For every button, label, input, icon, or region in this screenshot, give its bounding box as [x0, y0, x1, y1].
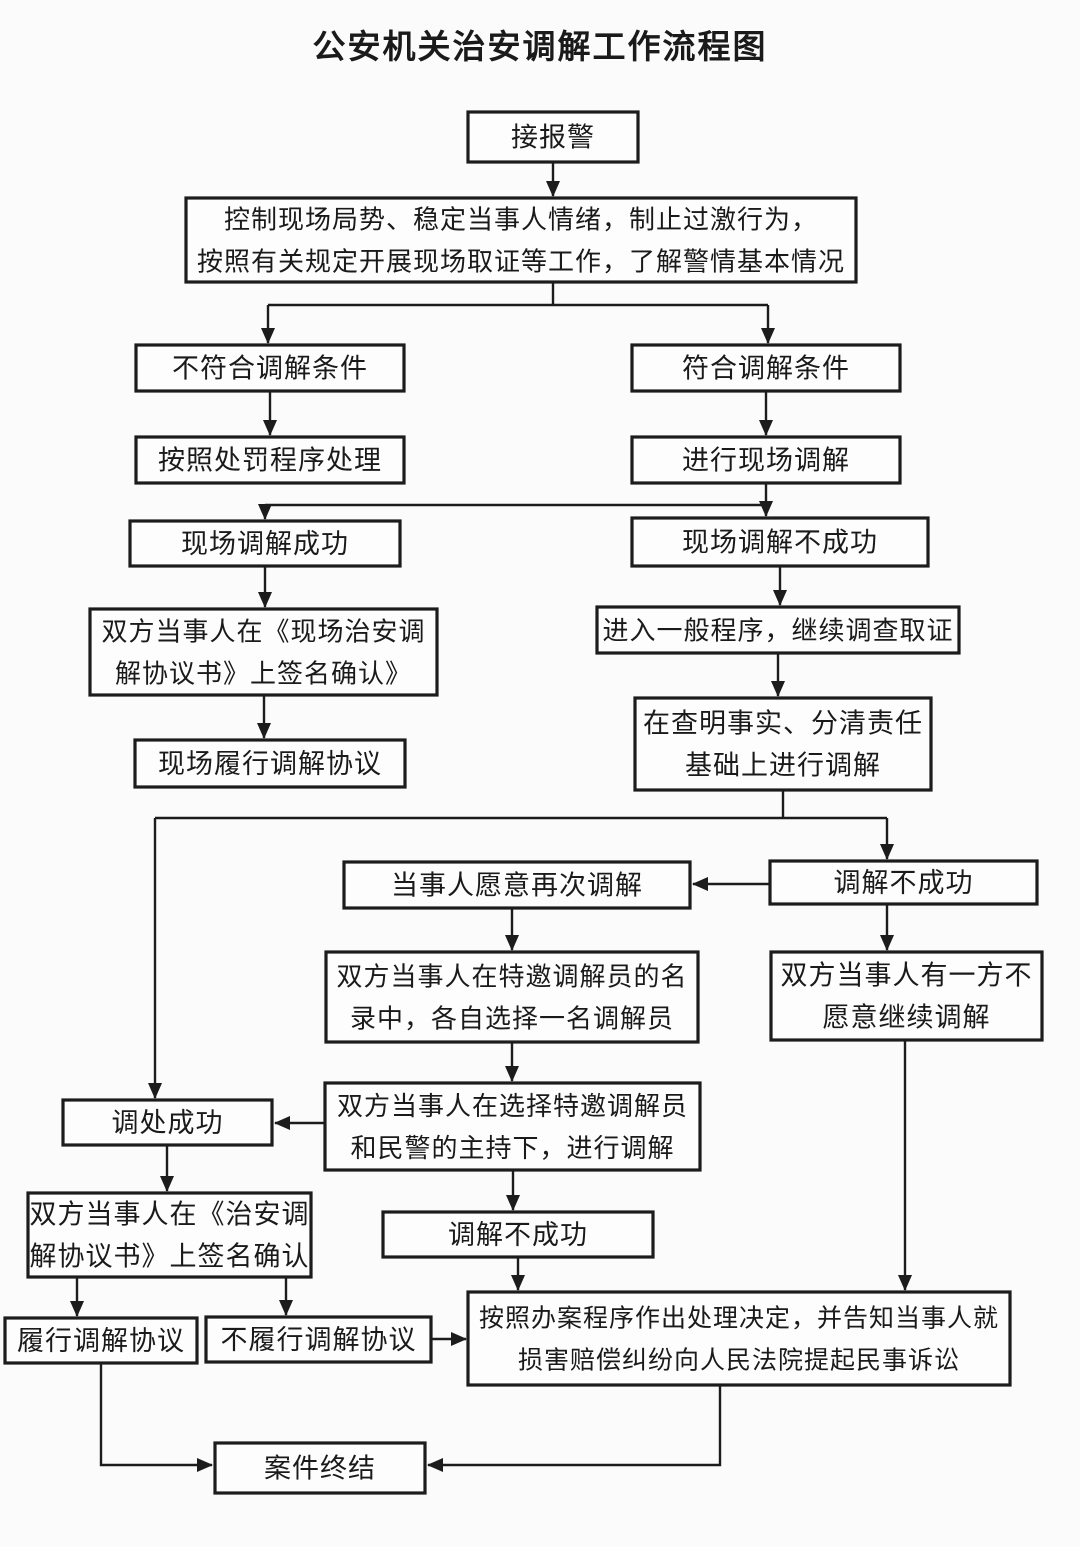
flow-node-box: [128, 519, 402, 568]
flow-node-label: 愿意继续调解: [823, 1003, 991, 1033]
flow-node-not-qualified: 不符合调解条件: [134, 343, 406, 393]
flow-node-label: 接报警: [511, 123, 595, 153]
flow-node-box: [26, 1191, 313, 1279]
flow-node-mediation-success: 调处成功: [61, 1098, 274, 1147]
flow-node-box: [342, 860, 692, 910]
flow-node-onsite-mediation: 进行现场调解: [630, 435, 902, 485]
flow-node-label: 双方当事人在《现场治安调: [101, 616, 425, 646]
flow-node-box: [133, 738, 407, 789]
flow-node-box: [324, 950, 700, 1044]
flow-node-label: 进入一般程序，继续调查取证: [602, 615, 953, 645]
flow-node-box: [630, 516, 930, 568]
flow-node-box: [134, 343, 406, 393]
flow-node-willing-again: 当事人愿意再次调解: [342, 860, 692, 910]
flow-node-control-scene: 控制现场局势、稳定当事人情绪，制止过激行为， 按照有关规定开展现场取证等工作，了解…: [184, 196, 858, 284]
flow-node-box: [633, 696, 933, 792]
flow-node-qualified: 符合调解条件: [630, 343, 902, 393]
flow-node-label: 双方当事人在特邀调解员的名: [336, 961, 687, 991]
flow-node-label: 双方当事人在《治安调: [30, 1200, 310, 1230]
flow-node-box: [630, 343, 902, 393]
flow-node-box: [204, 1315, 433, 1364]
flow-node-box: [466, 1290, 1012, 1387]
flow-node-box: [595, 605, 961, 655]
flow-node-box: [630, 435, 902, 485]
flow-node-onsite-perform: 现场履行调解协议: [133, 738, 407, 789]
flow-node-box: [61, 1098, 274, 1147]
flow-node-label: 不履行调解协议: [221, 1325, 417, 1355]
flow-node-label: 在查明事实、分清责任: [643, 709, 923, 739]
flow-node-box: [3, 1316, 199, 1365]
flow-node-label: 按照有关规定开展现场取证等工作，了解警情基本情况: [197, 246, 845, 276]
flow-node-receive-alarm: 接报警: [466, 110, 640, 164]
flow-node-perform-agreement: 履行调解协议: [3, 1316, 199, 1365]
flow-node-label: 符合调解条件: [682, 354, 850, 384]
flow-node-label: 控制现场局势、稳定当事人情绪，制止过激行为，: [224, 204, 818, 234]
flow-node-label: 履行调解协议: [17, 1326, 185, 1356]
flow-node-label: 基础上进行调解: [685, 751, 881, 781]
flow-node-label: 调解不成功: [448, 1220, 588, 1250]
flow-node-onsite-success: 现场调解成功: [128, 519, 402, 568]
flow-node-label: 损害赔偿纠纷向人民法院提起民事诉讼: [518, 1347, 960, 1375]
flow-node-label: 调处成功: [112, 1108, 224, 1138]
flow-node-label: 不符合调解条件: [172, 354, 368, 384]
flow-edge-perform-agreement-case-closed: [99, 1363, 213, 1472]
flow-node-label: 双方当事人在选择特邀调解员: [337, 1091, 688, 1121]
flow-node-label: 调解不成功: [834, 868, 974, 898]
flow-node-punishment-procedure: 按照处罚程序处理: [134, 435, 406, 485]
flow-node-label: 解协议书》上签名确认: [30, 1242, 310, 1272]
flow-node-box: [466, 110, 640, 164]
flow-node-box: [768, 859, 1039, 906]
flow-node-box: [134, 435, 406, 485]
flow-node-label: 现场履行调解协议: [158, 749, 382, 779]
flow-node-label: 按照处罚程序处理: [158, 446, 382, 476]
flow-node-label: 按照办案程序作出处理决定，并告知当事人就: [479, 1305, 999, 1333]
flow-node-label: 进行现场调解: [682, 446, 850, 476]
flow-node-label: 当事人愿意再次调解: [391, 871, 643, 901]
flow-node-box: [769, 950, 1044, 1042]
flow-node-case-closed: 案件终结: [213, 1441, 427, 1495]
flow-node-label: 双方当事人有一方不: [781, 961, 1033, 991]
flow-node-not-perform-agreement: 不履行调解协议: [204, 1315, 433, 1364]
flow-node-label: 现场调解成功: [181, 529, 349, 559]
flow-node-general-procedure: 进入一般程序，继续调查取证: [595, 605, 961, 655]
flow-node-box: [323, 1081, 702, 1172]
flow-node-box: [381, 1210, 655, 1259]
flow-node-box: [88, 607, 439, 697]
flow-node-mediation-fail-2: 调解不成功: [381, 1210, 655, 1259]
flow-node-onsite-fail: 现场调解不成功: [630, 516, 930, 568]
flow-node-mediation-fail-1: 调解不成功: [768, 859, 1039, 906]
flow-node-box: [213, 1441, 427, 1495]
flow-node-box: [184, 196, 858, 284]
flow-edge-case-decision-case-closed: [427, 1385, 722, 1472]
flow-node-label: 和民警的主持下，进行调解: [350, 1133, 674, 1163]
flow-node-label: 现场调解不成功: [682, 528, 878, 558]
flow-node-label: 解协议书》上签名确认》: [115, 658, 412, 688]
flow-node-label: 案件终结: [264, 1454, 376, 1484]
page-title: 公安机关治安调解工作流程图: [313, 28, 768, 65]
flow-node-label: 录中，各自选择一名调解员: [350, 1003, 674, 1033]
